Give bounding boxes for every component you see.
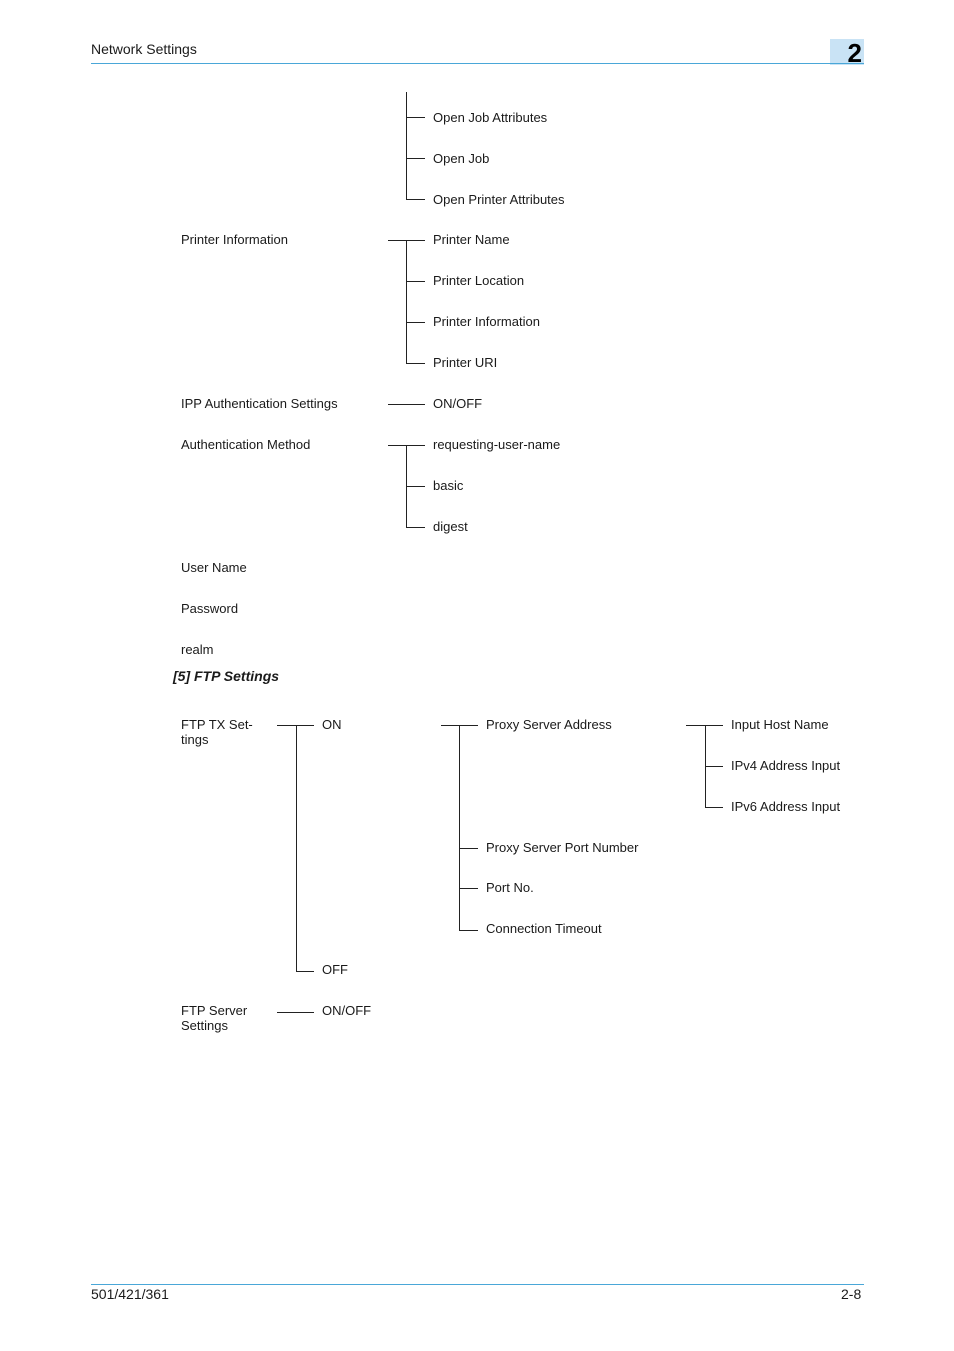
tree-branch bbox=[406, 199, 425, 200]
tree-branch bbox=[296, 971, 314, 972]
header-rule bbox=[91, 63, 864, 64]
tree-item-proxy-server-address: Proxy Server Address bbox=[486, 717, 612, 732]
tree-item-basic: basic bbox=[433, 478, 464, 493]
tree-item-on: ON bbox=[322, 717, 342, 732]
tree-item-open-job: Open Job bbox=[433, 151, 490, 166]
tree-connector bbox=[406, 92, 407, 200]
tree-item-requesting-user-name: requesting-user-name bbox=[433, 437, 561, 452]
tree-item-printer-information: Printer Information bbox=[433, 314, 540, 329]
tree-branch bbox=[406, 527, 425, 528]
tree-item-off: OFF bbox=[322, 962, 348, 977]
tree-item-printer-name: Printer Name bbox=[433, 232, 510, 247]
tree-branch bbox=[388, 404, 425, 405]
tree-item-connection-timeout: Connection Timeout bbox=[486, 921, 602, 936]
tree-label-password: Password bbox=[181, 601, 239, 616]
tree-item-ftp-server-value: ON/OFF bbox=[322, 1003, 372, 1018]
tree-branch bbox=[406, 322, 425, 323]
tree-connector bbox=[296, 725, 297, 971]
footer-page-number: 2-8 bbox=[841, 1286, 862, 1302]
tree-label-ipp-authentication: IPP Authentication Settings bbox=[181, 396, 338, 411]
tree-item-input-host-name: Input Host Name bbox=[731, 717, 829, 732]
tree-item-printer-location: Printer Location bbox=[433, 273, 525, 288]
tree-branch bbox=[277, 1012, 314, 1013]
tree-branch bbox=[459, 848, 478, 849]
tree-item-port-no: Port No. bbox=[486, 880, 534, 895]
tree-connector bbox=[459, 725, 460, 930]
footer-model: 501/421/361 bbox=[91, 1286, 169, 1302]
tree-item-open-printer-attributes: Open Printer Attributes bbox=[433, 192, 565, 207]
tree-branch bbox=[406, 486, 425, 487]
tree-branch bbox=[406, 281, 425, 282]
tree-label-printer-information: Printer Information bbox=[181, 232, 288, 247]
tree-branch bbox=[406, 158, 425, 159]
tree-branch bbox=[459, 930, 478, 931]
tree-branch bbox=[277, 725, 314, 726]
tree-item-ipv6-address-input: IPv6 Address Input bbox=[731, 799, 841, 814]
chapter-number: 2 bbox=[847, 38, 862, 68]
tree-item-printer-uri: Printer URI bbox=[433, 355, 498, 370]
section-title-ftp-settings: [5] FTP Settings bbox=[173, 668, 280, 684]
tree-label-ftp-tx-settings: FTP TX Set-tings bbox=[181, 717, 253, 747]
tree-branch bbox=[705, 807, 723, 808]
tree-label-realm: realm bbox=[181, 642, 214, 657]
tree-branch bbox=[406, 363, 425, 364]
tree-item-digest: digest bbox=[433, 519, 468, 534]
tree-branch bbox=[686, 725, 723, 726]
tree-branch bbox=[459, 888, 478, 889]
tree-branch bbox=[406, 117, 425, 118]
tree-connector bbox=[406, 240, 407, 363]
tree-label-authentication-method: Authentication Method bbox=[181, 437, 311, 452]
footer-rule bbox=[91, 1284, 864, 1285]
tree-item-proxy-server-port-number: Proxy Server Port Number bbox=[486, 840, 639, 855]
tree-item-open-job-attributes: Open Job Attributes bbox=[433, 110, 548, 125]
tree-label-ftp-server-settings: FTP Server Settings bbox=[181, 1003, 248, 1033]
tree-label-user-name: User Name bbox=[181, 560, 247, 575]
tree-item-ipp-auth-value: ON/OFF bbox=[433, 396, 483, 411]
tree-item-ipv4-address-input: IPv4 Address Input bbox=[731, 758, 841, 773]
tree-branch bbox=[705, 766, 723, 767]
page-header-title: Network Settings bbox=[91, 41, 197, 57]
chapter-badge: 2 bbox=[830, 38, 864, 68]
